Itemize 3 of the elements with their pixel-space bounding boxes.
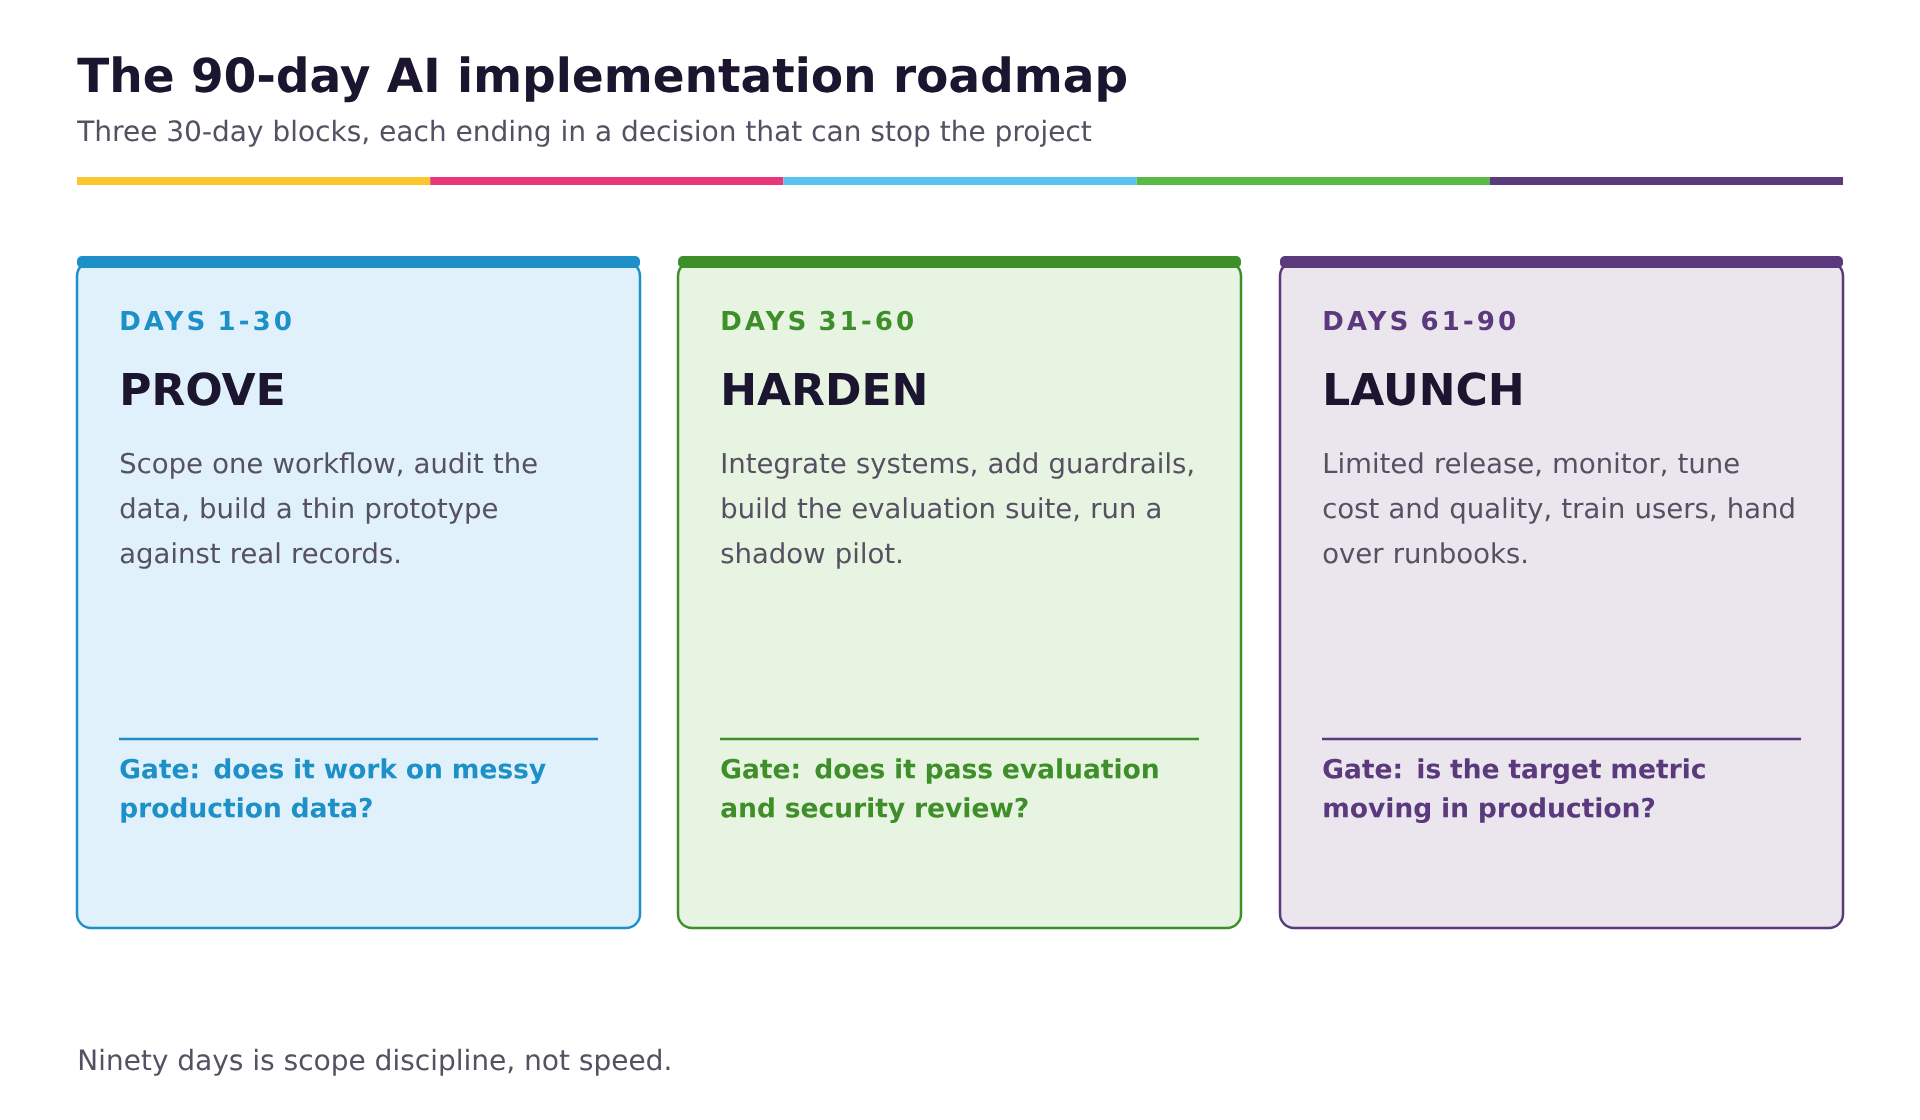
title: The 90-day AI implementation roadmap [77,56,1126,103]
footnote: Ninety days is scope discipline, not speed. [79,1048,670,1076]
subtitle: Three 30-day blocks, each ending in a decision that can stop the project [77,119,1092,147]
